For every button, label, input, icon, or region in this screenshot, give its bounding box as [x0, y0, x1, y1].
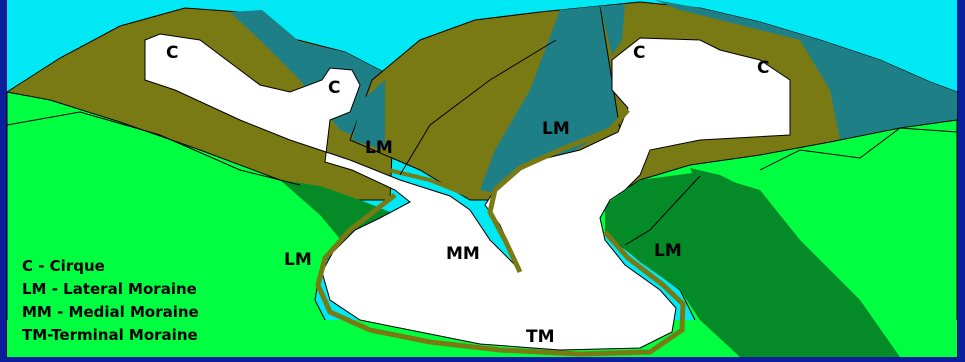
legend-item: TM-Terminal Moraine	[22, 326, 198, 344]
label-lm-right: LM	[654, 241, 682, 261]
label-tm: TM	[526, 327, 555, 347]
legend-item: MM - Medial Moraine	[22, 303, 199, 321]
legend-item: LM - Lateral Moraine	[22, 280, 197, 298]
legend-item: C - Cirque	[22, 257, 105, 275]
label-lm-left: LM	[284, 250, 312, 270]
label-mm: MM	[446, 244, 480, 264]
label-lm-center-left: LM	[365, 138, 393, 158]
label-cirque-1: C	[166, 43, 178, 63]
label-cirque-2: C	[328, 78, 340, 98]
label-lm-center-right: LM	[542, 119, 570, 139]
label-cirque-4: C	[757, 58, 769, 78]
label-cirque-3: C	[633, 43, 645, 63]
